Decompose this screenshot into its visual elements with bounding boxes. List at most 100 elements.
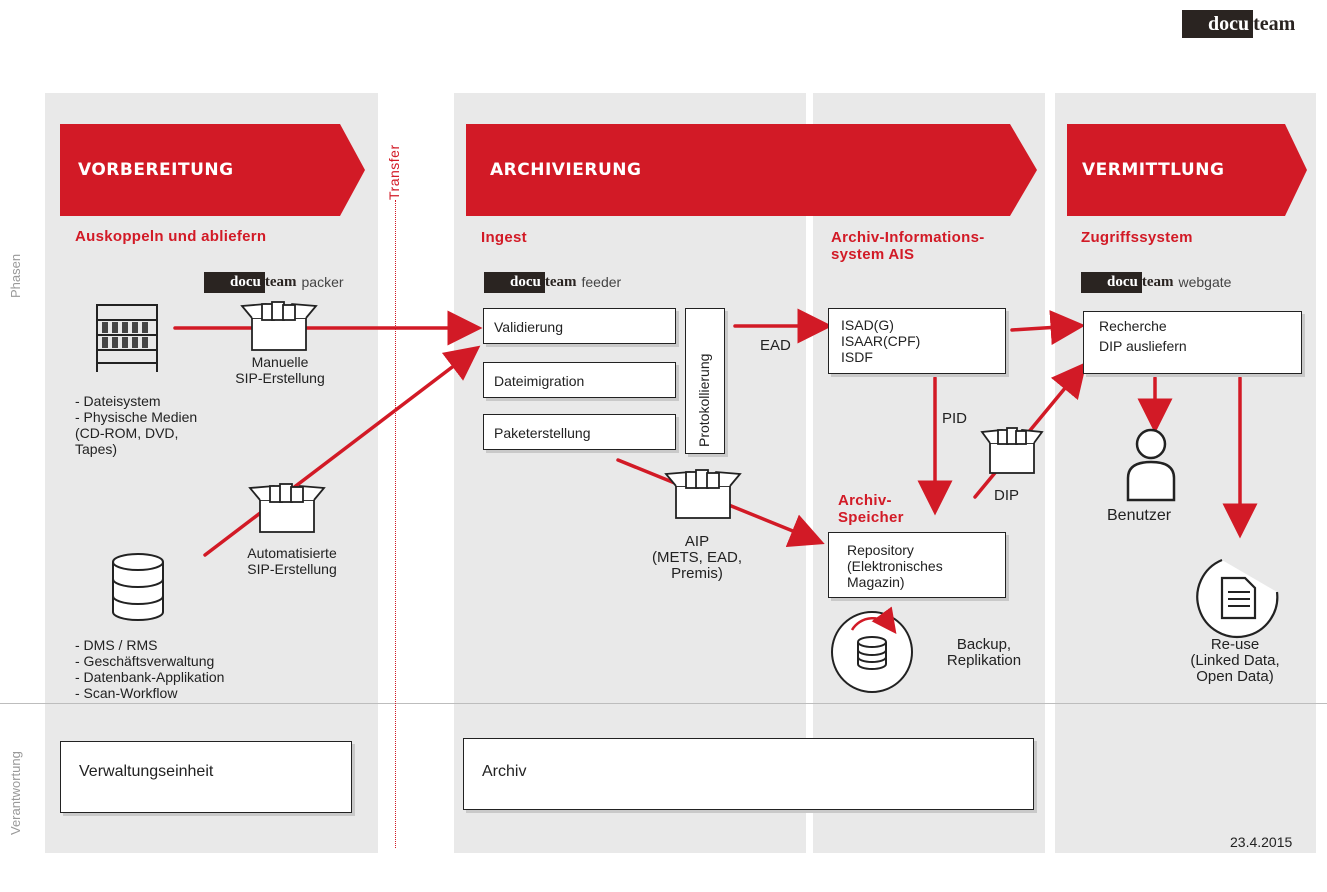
sip-manual-label: Manuelle SIP-Erstellung	[215, 354, 345, 386]
benutzer-label: Benutzer	[1107, 507, 1172, 524]
brand-part1: docu	[484, 271, 545, 293]
sip-line: Manuelle	[251, 354, 309, 370]
banner-vorbereitung: VORBEREITUNG	[60, 124, 365, 216]
date-label: 23.4.2015	[1230, 834, 1293, 850]
user-icon	[1126, 428, 1176, 502]
protokollierung-box: Protokollierung	[685, 308, 725, 454]
access-item: DIP ausliefern	[1099, 338, 1187, 354]
sip-line: SIP-Erstellung	[247, 561, 337, 577]
brand-part1: docu	[1081, 271, 1142, 293]
database-icon	[112, 553, 164, 621]
ais-item: ISDF	[841, 349, 873, 365]
panel-vermittlung	[1055, 93, 1316, 853]
ais-item: ISAD(G)	[841, 317, 894, 333]
package-icon-aip	[664, 469, 742, 519]
step-paketerstellung: Paketerstellung	[483, 414, 676, 450]
reuse-label: Re-use (Linked Data, Open Data)	[1170, 637, 1300, 685]
source-line: - DMS / RMS	[75, 637, 158, 653]
banner-arrow-shape	[466, 124, 1037, 216]
panel-vorbereitung	[45, 93, 378, 853]
backup-label: Backup, Replikation	[932, 637, 1036, 669]
aip-line: Premis)	[671, 565, 723, 582]
protokollierung-label: Protokollierung	[696, 353, 712, 447]
package-icon-dip	[980, 427, 1044, 474]
backup-icon	[831, 611, 913, 693]
source-line: - Geschäftsverwaltung	[75, 653, 215, 669]
transfer-line	[395, 200, 396, 848]
step-validierung: Validierung	[483, 308, 676, 344]
pid-label: PID	[942, 410, 968, 427]
ead-label: EAD	[760, 337, 791, 354]
section-ais: Archiv-Informations- system AIS	[831, 229, 985, 263]
access-item: Recherche	[1099, 318, 1167, 334]
section-speicher-line1: Archiv-	[838, 492, 892, 509]
section-speicher-line2: Speicher	[838, 509, 904, 526]
reuse-line: Re-use	[1210, 636, 1260, 653]
backup-line: Replikation	[946, 652, 1022, 669]
ais-box: ISAD(G) ISAAR(CPF) ISDF	[828, 308, 1006, 374]
responsibility-archiv: Archiv	[463, 738, 1034, 810]
source-line: - Physische Medien	[75, 409, 198, 425]
sip-line: SIP-Erstellung	[235, 370, 325, 386]
brand-tool: packer	[301, 274, 344, 290]
banner-arrow-shape	[60, 124, 365, 216]
arrow-ais-to-access	[1010, 310, 1086, 346]
aip-line: AIP	[684, 533, 710, 550]
dip-label: DIP	[994, 487, 1020, 504]
source-line: - Datenbank-Applikation	[75, 669, 225, 685]
backup-line: Backup,	[956, 636, 1012, 653]
phase-title: VERMITTLUNG	[1082, 160, 1225, 180]
responsibility-divider	[0, 703, 1327, 704]
backup-rotate-icon	[850, 606, 897, 635]
sip-line: Automatisierte	[247, 545, 337, 561]
source-line: Tapes)	[75, 441, 118, 457]
aip-label: AIP (METS, EAD, Premis)	[632, 534, 762, 582]
repository-box: Repository (Elektronisches Magazin)	[828, 532, 1006, 598]
sip-auto-label: Automatisierte SIP-Erstellung	[222, 545, 362, 577]
section-speicher: Archiv- Speicher	[838, 492, 904, 526]
repository-line: Repository	[847, 542, 914, 558]
source-systems-text: - DMS / RMS - Geschäftsverwaltung - Date…	[75, 637, 224, 701]
phase-title: ARCHIVIERUNG	[490, 160, 642, 180]
source-files-text: - Dateisystem - Physische Medien (CD-ROM…	[75, 393, 197, 457]
brand-part1: docu	[204, 271, 265, 293]
reuse-line: Open Data)	[1196, 668, 1274, 685]
section-ingest: Ingest	[481, 229, 527, 246]
source-line: - Dateisystem	[75, 393, 161, 409]
panel-archivierung	[454, 93, 806, 853]
section-auskoppeln: Auskoppeln und abliefern	[75, 228, 267, 245]
reuse-icon	[1196, 558, 1279, 639]
ais-item: ISAAR(CPF)	[841, 333, 921, 349]
repository-line: (Elektronisches	[847, 558, 943, 574]
reuse-line: (Linked Data,	[1190, 652, 1280, 669]
source-line: - Scan-Workflow	[75, 685, 178, 701]
responsibility-verwaltungseinheit: Verwaltungseinheit	[60, 741, 352, 813]
shelf-icon	[96, 304, 158, 372]
package-icon-manual	[240, 301, 318, 351]
logo-part2: team	[1253, 13, 1296, 35]
brand-tool: webgate	[1178, 274, 1232, 290]
section-zugriff: Zugriffssystem	[1081, 229, 1193, 246]
brand-part2: team	[264, 273, 297, 290]
source-line: (CD-ROM, DVD,	[75, 425, 179, 441]
brand-tool: feeder	[581, 274, 622, 290]
phase-title: VORBEREITUNG	[78, 160, 234, 180]
aip-line: (METS, EAD,	[651, 549, 742, 566]
section-ais-line1: Archiv-Informations-	[831, 229, 985, 246]
step-dateimigration: Dateimigration	[483, 362, 676, 398]
shelf-binders	[102, 322, 148, 348]
banner-arrow-shape	[1067, 124, 1307, 216]
arrow-auto-to-ingest	[203, 345, 481, 557]
banner-archivierung: ARCHIVIERUNG	[466, 124, 1037, 216]
logo-part1: docu	[1182, 10, 1254, 38]
banner-vermittlung: VERMITTLUNG	[1067, 124, 1307, 216]
brand-part2: team	[1141, 273, 1174, 290]
section-ais-line2: system AIS	[831, 246, 915, 263]
package-icon-auto	[248, 483, 326, 533]
repository-line: Magazin)	[847, 574, 905, 590]
brand-part2: team	[544, 273, 577, 290]
